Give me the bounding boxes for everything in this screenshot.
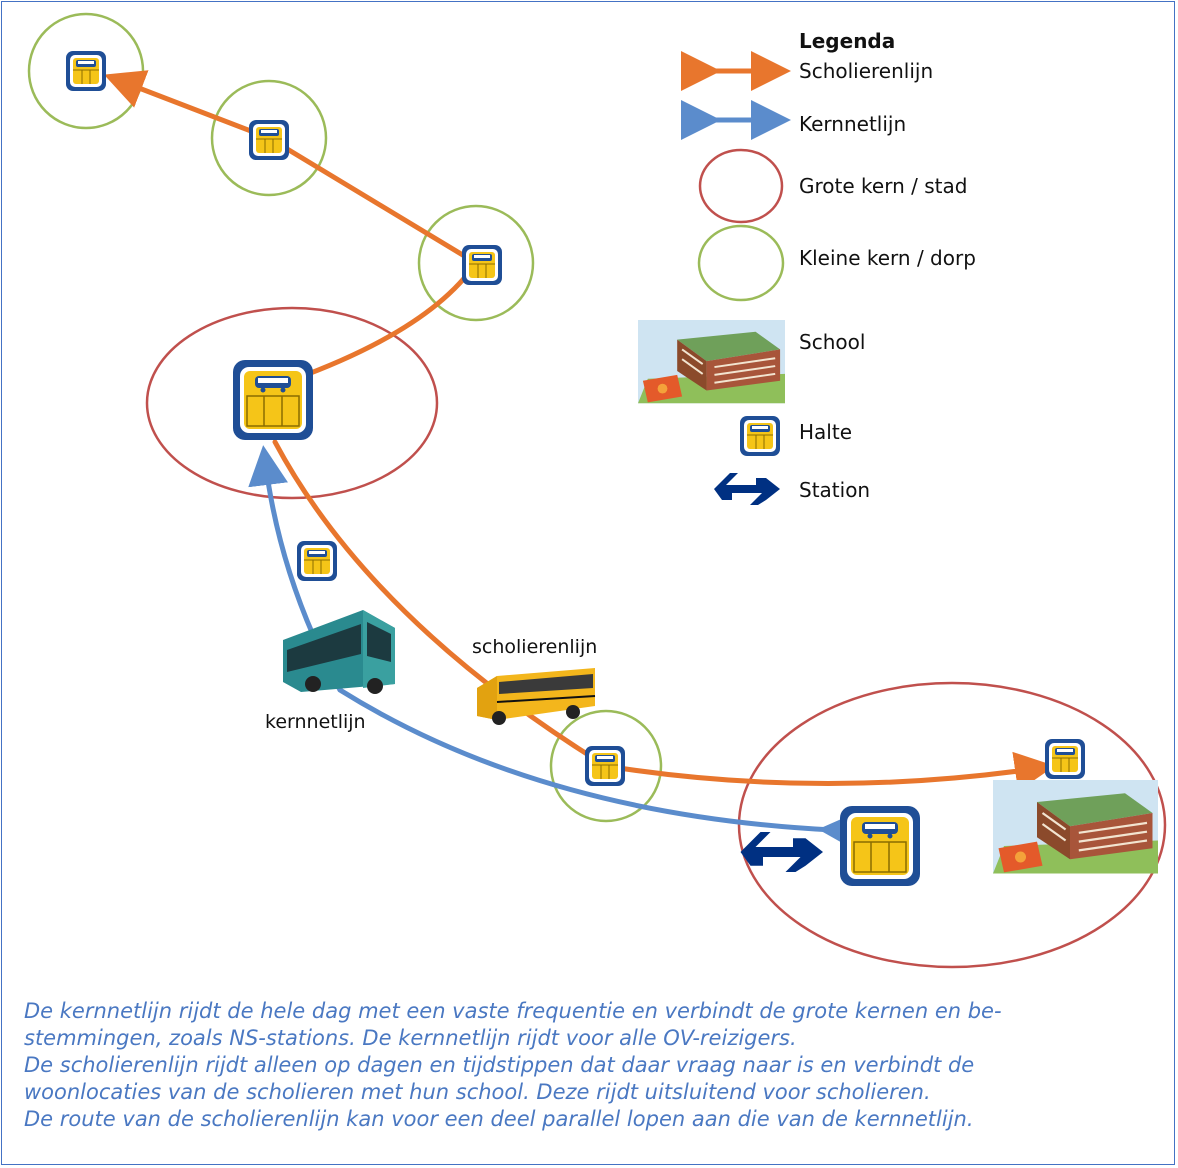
ns-station-icon xyxy=(740,832,823,872)
kleine-kern-3 xyxy=(417,204,535,322)
red-circle-icon xyxy=(698,148,784,224)
legend-label-grote-kern: Grote kern / stad xyxy=(799,174,967,198)
halte-icon-3 xyxy=(461,244,503,286)
legend-label-station: Station xyxy=(799,478,870,502)
halte-icon-6 xyxy=(1044,738,1086,780)
ns-station-legend-icon xyxy=(714,473,780,505)
caption-line: De route van de scholierenlijn kan voor … xyxy=(24,1107,974,1131)
halte-icon-large-2 xyxy=(839,805,921,887)
legend-label-scholierenlijn: Scholierenlijn xyxy=(799,59,933,83)
kernnetlijn-label: kernnetlijn xyxy=(265,711,366,733)
caption-line: stemmingen, zoals NS-stations. De kernne… xyxy=(24,1026,797,1050)
halte-icon-large-1 xyxy=(232,359,314,441)
halte-icon-1 xyxy=(65,50,107,92)
legend-label-kleine-kern: Kleine kern / dorp xyxy=(799,246,976,270)
scholierenlijn-label: scholierenlijn xyxy=(472,636,597,658)
caption-line: De kernnetlijn rijdt de hele dag met een… xyxy=(24,999,1002,1023)
caption: De kernnetlijn rijdt de hele dag met een… xyxy=(24,998,1154,1133)
caption-line: De scholierenlijn rijdt alleen op dagen … xyxy=(24,1053,975,1077)
legend-label-school: School xyxy=(799,330,865,354)
bus-stop-legend-icon xyxy=(739,415,781,457)
school-bus-icon xyxy=(477,668,596,725)
kernnetlijn-route xyxy=(248,445,859,852)
green-circle-icon xyxy=(697,224,785,302)
school-building-icon xyxy=(991,778,1160,875)
legend-title: Legenda xyxy=(799,29,895,53)
school-legend-icon xyxy=(637,319,786,405)
city-bus-icon xyxy=(283,610,395,694)
route-diagram: scholierenlijn kernnetlijn Legenda Schol… xyxy=(27,12,1167,969)
halte-icon-5 xyxy=(584,745,626,787)
caption-line: woonlocaties van de scholieren met hun s… xyxy=(24,1080,931,1104)
kleine-kern-2 xyxy=(210,79,328,197)
legend: Legenda Scholierenlijn Kernnetlijn Grote… xyxy=(637,29,976,505)
legend-label-kernnetlijn: Kernnetlijn xyxy=(799,112,906,136)
halte-icon-4 xyxy=(296,540,338,582)
legend-label-halte: Halte xyxy=(799,420,852,444)
halte-icon-2 xyxy=(248,119,290,161)
